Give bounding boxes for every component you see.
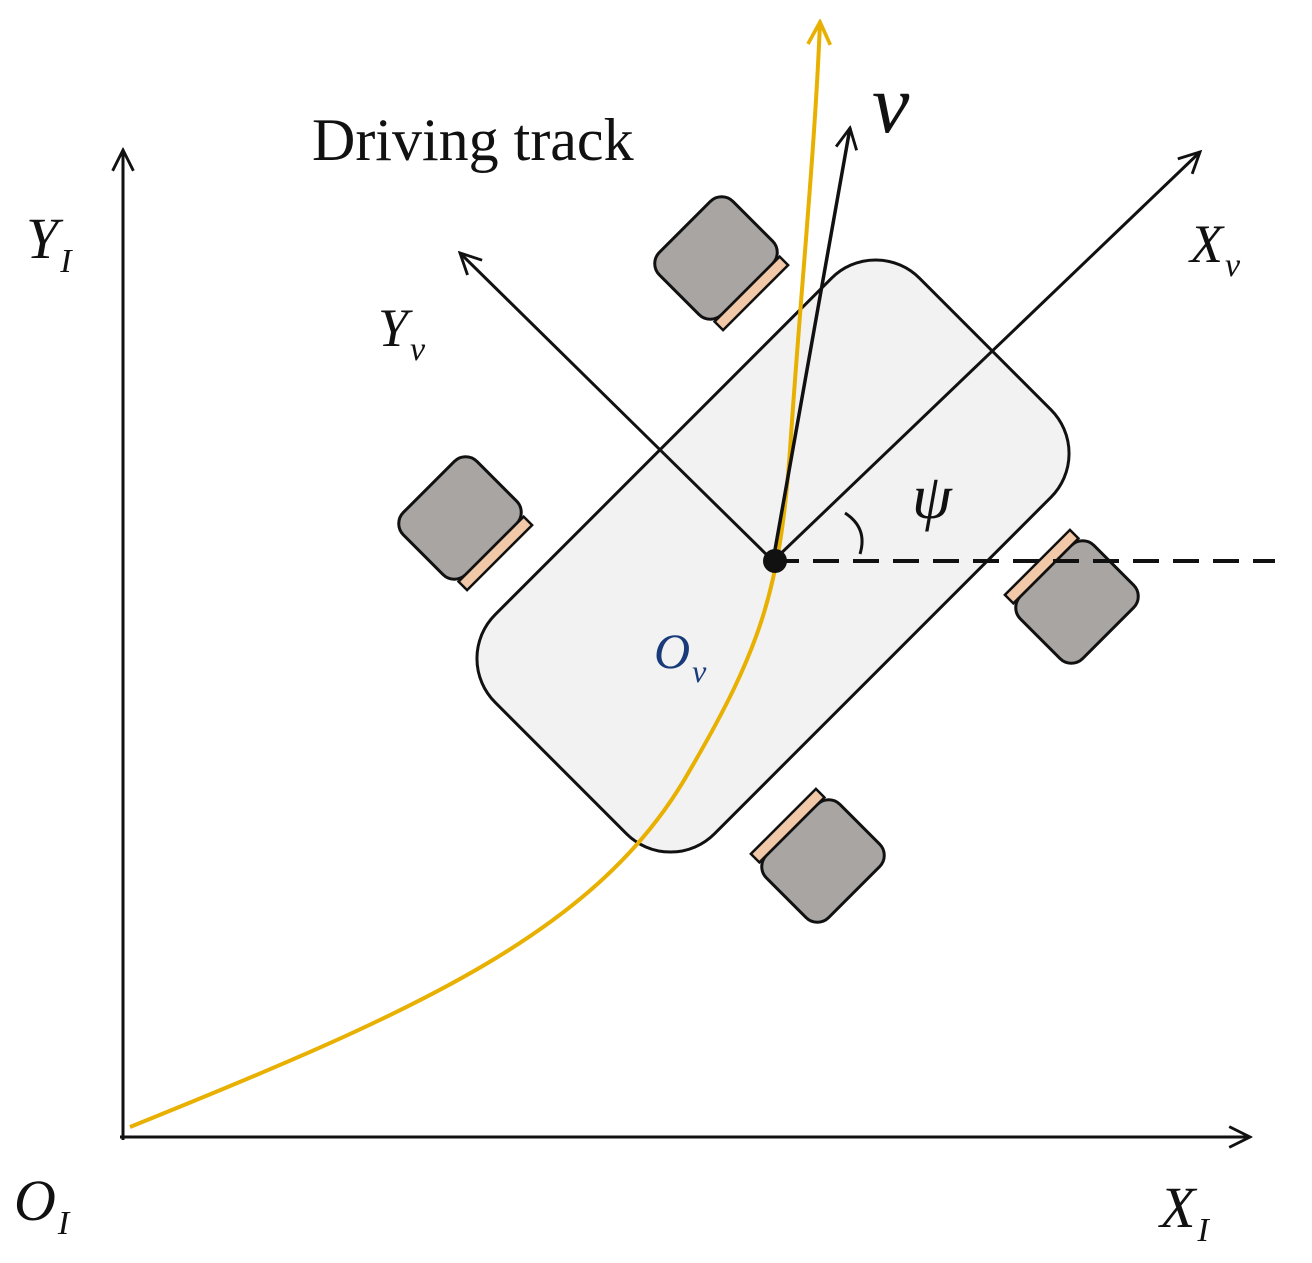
inertial-y-label: YI [26, 206, 73, 280]
driving-track-curve [129, 22, 820, 1129]
inertial-x-label: XI [1158, 1175, 1210, 1249]
vehicle-x-axis [771, 152, 1200, 563]
wheel-rear-right [749, 787, 886, 924]
velocity-label: v [872, 58, 910, 151]
heading-angle-arc [844, 511, 864, 555]
vehicle-y-axis [460, 253, 775, 563]
velocity-vector [771, 128, 850, 562]
vehicle-y-label: Yv [378, 298, 426, 368]
vehicle-origin-point [763, 549, 787, 573]
wheel-front-right [1003, 528, 1140, 665]
wheel-rear-left [397, 455, 534, 592]
inertial-origin-label: OI [14, 1168, 71, 1242]
vehicle-x-label: Xv [1188, 214, 1241, 284]
vehicle-origin-label: Ov [654, 623, 707, 689]
driving-track-label: Driving track [312, 107, 634, 173]
heading-angle-label: ψ [912, 461, 953, 532]
wheel-front-left [653, 195, 790, 332]
vehicle-wheels [397, 195, 1140, 924]
